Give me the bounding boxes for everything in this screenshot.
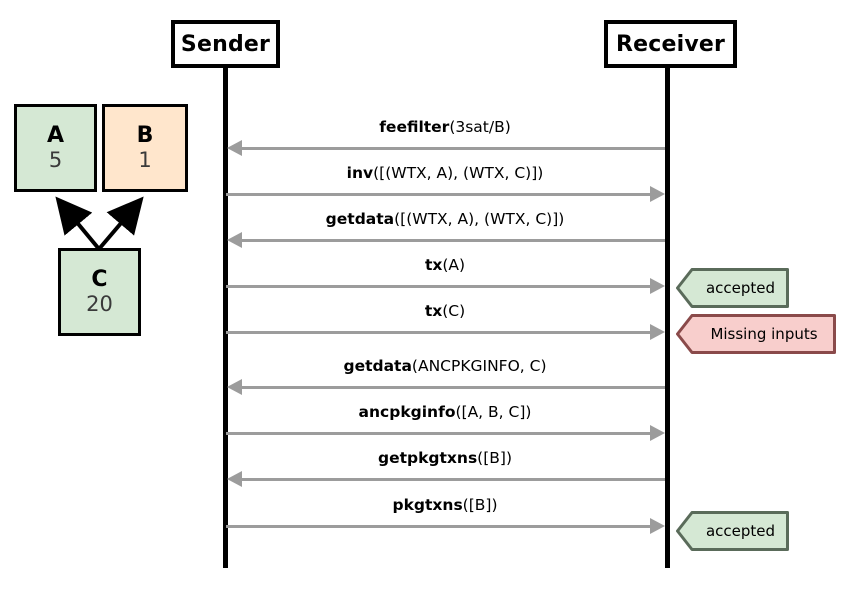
- participant-receiver[interactable]: Receiver: [604, 20, 737, 68]
- message-arrowhead-2: [227, 232, 242, 248]
- message-name-2: getdata: [325, 210, 395, 228]
- message-line-3: [226, 285, 650, 288]
- message-name-3: tx: [424, 256, 443, 274]
- message-args-3: (A): [442, 256, 466, 274]
- tx-box-c[interactable]: C 20: [58, 248, 141, 336]
- message-line-0: [241, 147, 665, 150]
- badge-shape-accepted: [676, 268, 789, 308]
- tx-box-a[interactable]: A 5: [14, 104, 97, 192]
- dependency-edge-c-to-b: [97, 196, 144, 251]
- message-line-8: [226, 525, 650, 528]
- badge-shape-rejected: [676, 314, 836, 354]
- message-arrowhead-4: [650, 324, 665, 340]
- tx-box-c-name: C: [91, 266, 108, 292]
- message-line-5: [241, 386, 665, 389]
- message-line-7: [241, 478, 665, 481]
- status-badge-label-1: Missing inputs: [710, 325, 818, 343]
- message-args-5: (ANCPKGINFO, C): [411, 357, 547, 375]
- message-arrowhead-1: [650, 186, 665, 202]
- message-label-7: getpkgtxns([B]): [224, 449, 666, 467]
- message-label-3: tx(A): [224, 256, 666, 274]
- participant-sender-label: Sender: [180, 31, 271, 57]
- message-label-4: tx(C): [224, 302, 666, 320]
- status-badge-accepted-tx-a: accepted: [676, 268, 789, 308]
- message-args-6: ([A, B, C]): [455, 403, 532, 421]
- status-badge-missing-inputs-tx-c: Missing inputs: [676, 314, 836, 354]
- tx-box-b-name: B: [136, 122, 154, 148]
- message-label-1: inv([(WTX, A), (WTX, C)]): [224, 164, 666, 182]
- message-line-2: [241, 239, 665, 242]
- message-name-0: feefilter: [379, 118, 450, 136]
- message-name-4: tx: [424, 302, 443, 320]
- badge-shape-accepted-2: [676, 511, 789, 551]
- tx-box-c-value: 20: [86, 291, 113, 316]
- message-label-2: getdata([(WTX, A), (WTX, C)]): [224, 210, 666, 228]
- message-arrowhead-0: [227, 140, 242, 156]
- message-args-2: ([(WTX, A), (WTX, C)]): [394, 210, 565, 228]
- message-line-1: [226, 193, 650, 196]
- message-arrowhead-5: [227, 379, 242, 395]
- message-line-4: [226, 331, 650, 334]
- message-arrowhead-3: [650, 278, 665, 294]
- message-label-6: ancpkginfo([A, B, C]): [224, 403, 666, 421]
- message-name-8: pkgtxns: [392, 496, 463, 514]
- message-args-8: ([B]): [462, 496, 498, 514]
- dependency-edge-c-to-a: [55, 196, 101, 251]
- message-args-4: (C): [442, 302, 466, 320]
- message-arrowhead-7: [227, 471, 242, 487]
- message-name-5: getdata: [343, 357, 412, 375]
- message-label-0: feefilter(3sat/B): [224, 118, 666, 136]
- message-args-0: (3sat/B): [449, 118, 511, 136]
- message-name-1: inv: [346, 164, 374, 182]
- message-args-7: ([B]): [477, 449, 512, 467]
- tx-box-b-value: 1: [138, 147, 152, 172]
- status-badge-label-0: accepted: [705, 279, 776, 297]
- tx-box-b[interactable]: B 1: [102, 104, 188, 192]
- participant-sender[interactable]: Sender: [171, 20, 280, 68]
- tx-box-a-value: 5: [48, 147, 63, 172]
- tx-box-a-name: A: [46, 122, 65, 148]
- participant-receiver-label: Receiver: [615, 31, 726, 57]
- message-label-5: getdata(ANCPKGINFO, C): [224, 357, 666, 375]
- message-arrowhead-8: [650, 518, 665, 534]
- message-name-7: getpkgtxns: [377, 449, 478, 467]
- lifeline-sender: [223, 68, 228, 568]
- status-badge-label-2: accepted: [705, 522, 776, 540]
- message-line-6: [226, 432, 650, 435]
- message-arrowhead-6: [650, 425, 665, 441]
- message-args-1: ([(WTX, A), (WTX, C)]): [373, 164, 544, 182]
- lifeline-receiver: [665, 68, 670, 568]
- status-badge-accepted-pkgtxns: accepted: [676, 511, 789, 551]
- message-name-6: ancpkginfo: [358, 403, 456, 421]
- message-label-8: pkgtxns([B]): [224, 496, 666, 514]
